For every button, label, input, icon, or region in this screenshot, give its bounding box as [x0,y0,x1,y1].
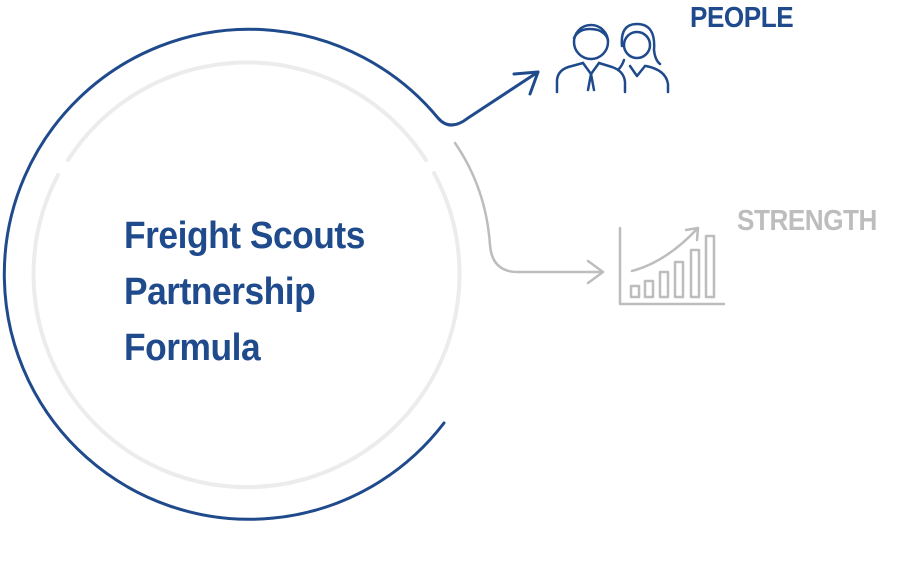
inner-ring [31,60,462,490]
chart-bar-5-icon [689,248,701,299]
growth-chart-icon [618,226,726,306]
man-shoulder-right-icon [597,61,627,94]
man-shoulder-left-icon [555,61,585,94]
strength-connector [453,141,605,285]
strength-connector-line [453,141,604,274]
man-head-icon [572,23,610,61]
chart-axes-icon [618,226,726,306]
people-icon [555,22,670,94]
center-title: Freight Scouts Partnership Formula [124,208,403,376]
chart-bar-6-icon [704,234,716,299]
outer-ring-arc [2,27,540,521]
woman-hair-icon [620,22,662,66]
chart-bar-1-icon [629,284,641,299]
woman-shoulder-icon [644,64,670,94]
woman-collar-icon [628,64,647,78]
center-title-line-2: Partnership [124,271,316,313]
strength-arrowhead [586,259,605,285]
people-arrowhead [512,70,540,96]
man-tie-icon [586,72,596,92]
inner-ring-arc-top [66,60,428,162]
man-collar-icon [581,61,601,76]
chart-bar-3-icon [658,270,670,299]
people-label: PEOPLE [690,2,794,34]
center-title-line-3: Formula [124,327,261,369]
woman-hair-left-icon [616,58,626,72]
inner-ring-arc-main [31,171,462,490]
strength-label: STRENGTH [737,205,877,237]
outer-ring [2,27,540,521]
man-hair-icon [572,27,610,42]
chart-bar-4-icon [673,260,685,299]
chart-trend-arrowhead-icon [684,226,700,242]
chart-trend-line-icon [630,227,699,273]
chart-bar-2-icon [643,279,655,299]
woman-head-icon [622,30,652,60]
center-title-line-1: Freight Scouts [124,215,365,257]
